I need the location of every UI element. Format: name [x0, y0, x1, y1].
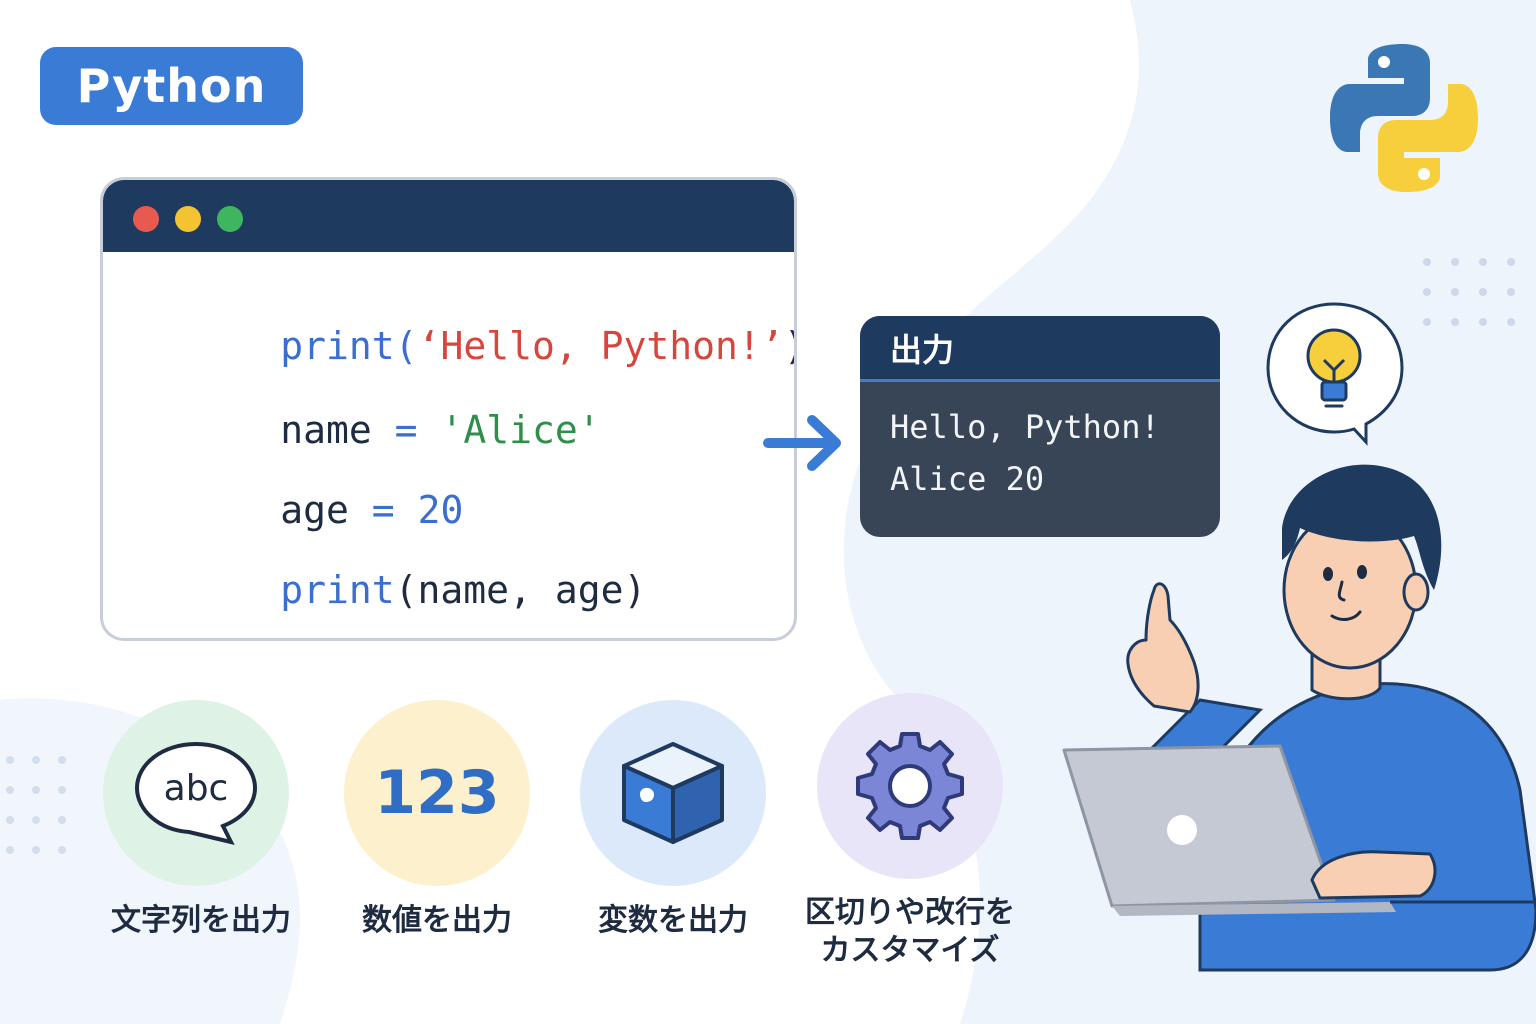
code-token: name: [280, 408, 372, 452]
feature-number-output: 123: [344, 700, 530, 886]
output-line: Hello, Python!: [890, 408, 1160, 446]
output-line: Alice 20: [890, 460, 1045, 498]
feature-label: 変数を出力: [598, 903, 748, 938]
speech-bubble-abc-icon: abc: [134, 741, 258, 845]
speech-bubble-abc-text: abc: [164, 768, 229, 809]
feature-variable-output: [580, 700, 766, 886]
window-maximize-dot: [217, 206, 243, 232]
output-title: 出力: [860, 316, 1220, 382]
code-token: print(: [280, 324, 418, 368]
code-token: (name, age): [394, 568, 647, 612]
code-token: =: [348, 488, 418, 532]
code-editor-window: print(‘Hello, Python!’) name = 'Alice' a…: [100, 177, 797, 641]
lightbulb-bubble-icon: [1266, 302, 1404, 446]
python-badge-label: Python: [76, 59, 267, 113]
code-token: 20: [417, 488, 464, 532]
arrow-right-icon: [763, 415, 841, 471]
code-line: print(‘Hello, Python!’): [143, 280, 794, 412]
code-token: print: [280, 568, 395, 612]
code-token: =: [371, 408, 441, 452]
laptop: [1062, 744, 1336, 908]
person-with-laptop-illustration: [1062, 464, 1536, 972]
dot-grid-right: [1423, 258, 1515, 326]
feature-label: 文字列を出力: [111, 903, 291, 938]
code-line: print(name, age): [143, 524, 647, 638]
code-line: age = 20: [143, 444, 463, 576]
output-panel: 出力 Hello, Python! Alice 20: [860, 316, 1220, 537]
feature-customize: [817, 693, 1003, 879]
feature-string-output: abc: [103, 700, 289, 886]
code-window-titlebar: [103, 180, 794, 252]
gear-icon: [856, 732, 964, 840]
feature-label: 区切りや改行を カスタマイズ: [805, 895, 1015, 968]
numbers-icon: 123: [374, 758, 500, 828]
code-token: 'Alice': [440, 408, 601, 452]
python-badge: Python: [40, 47, 303, 125]
code-token: ): [784, 324, 794, 368]
code-line: name = 'Alice': [143, 364, 601, 496]
code-token: age: [280, 488, 349, 532]
window-close-dot: [133, 206, 159, 232]
box-icon: [622, 742, 724, 844]
code-token: ‘Hello, Python!’: [417, 324, 784, 368]
feature-label: 数値を出力: [362, 903, 512, 938]
window-minimize-dot: [175, 206, 201, 232]
dot-grid-left: [6, 756, 66, 854]
python-logo-icon: [1330, 44, 1478, 192]
